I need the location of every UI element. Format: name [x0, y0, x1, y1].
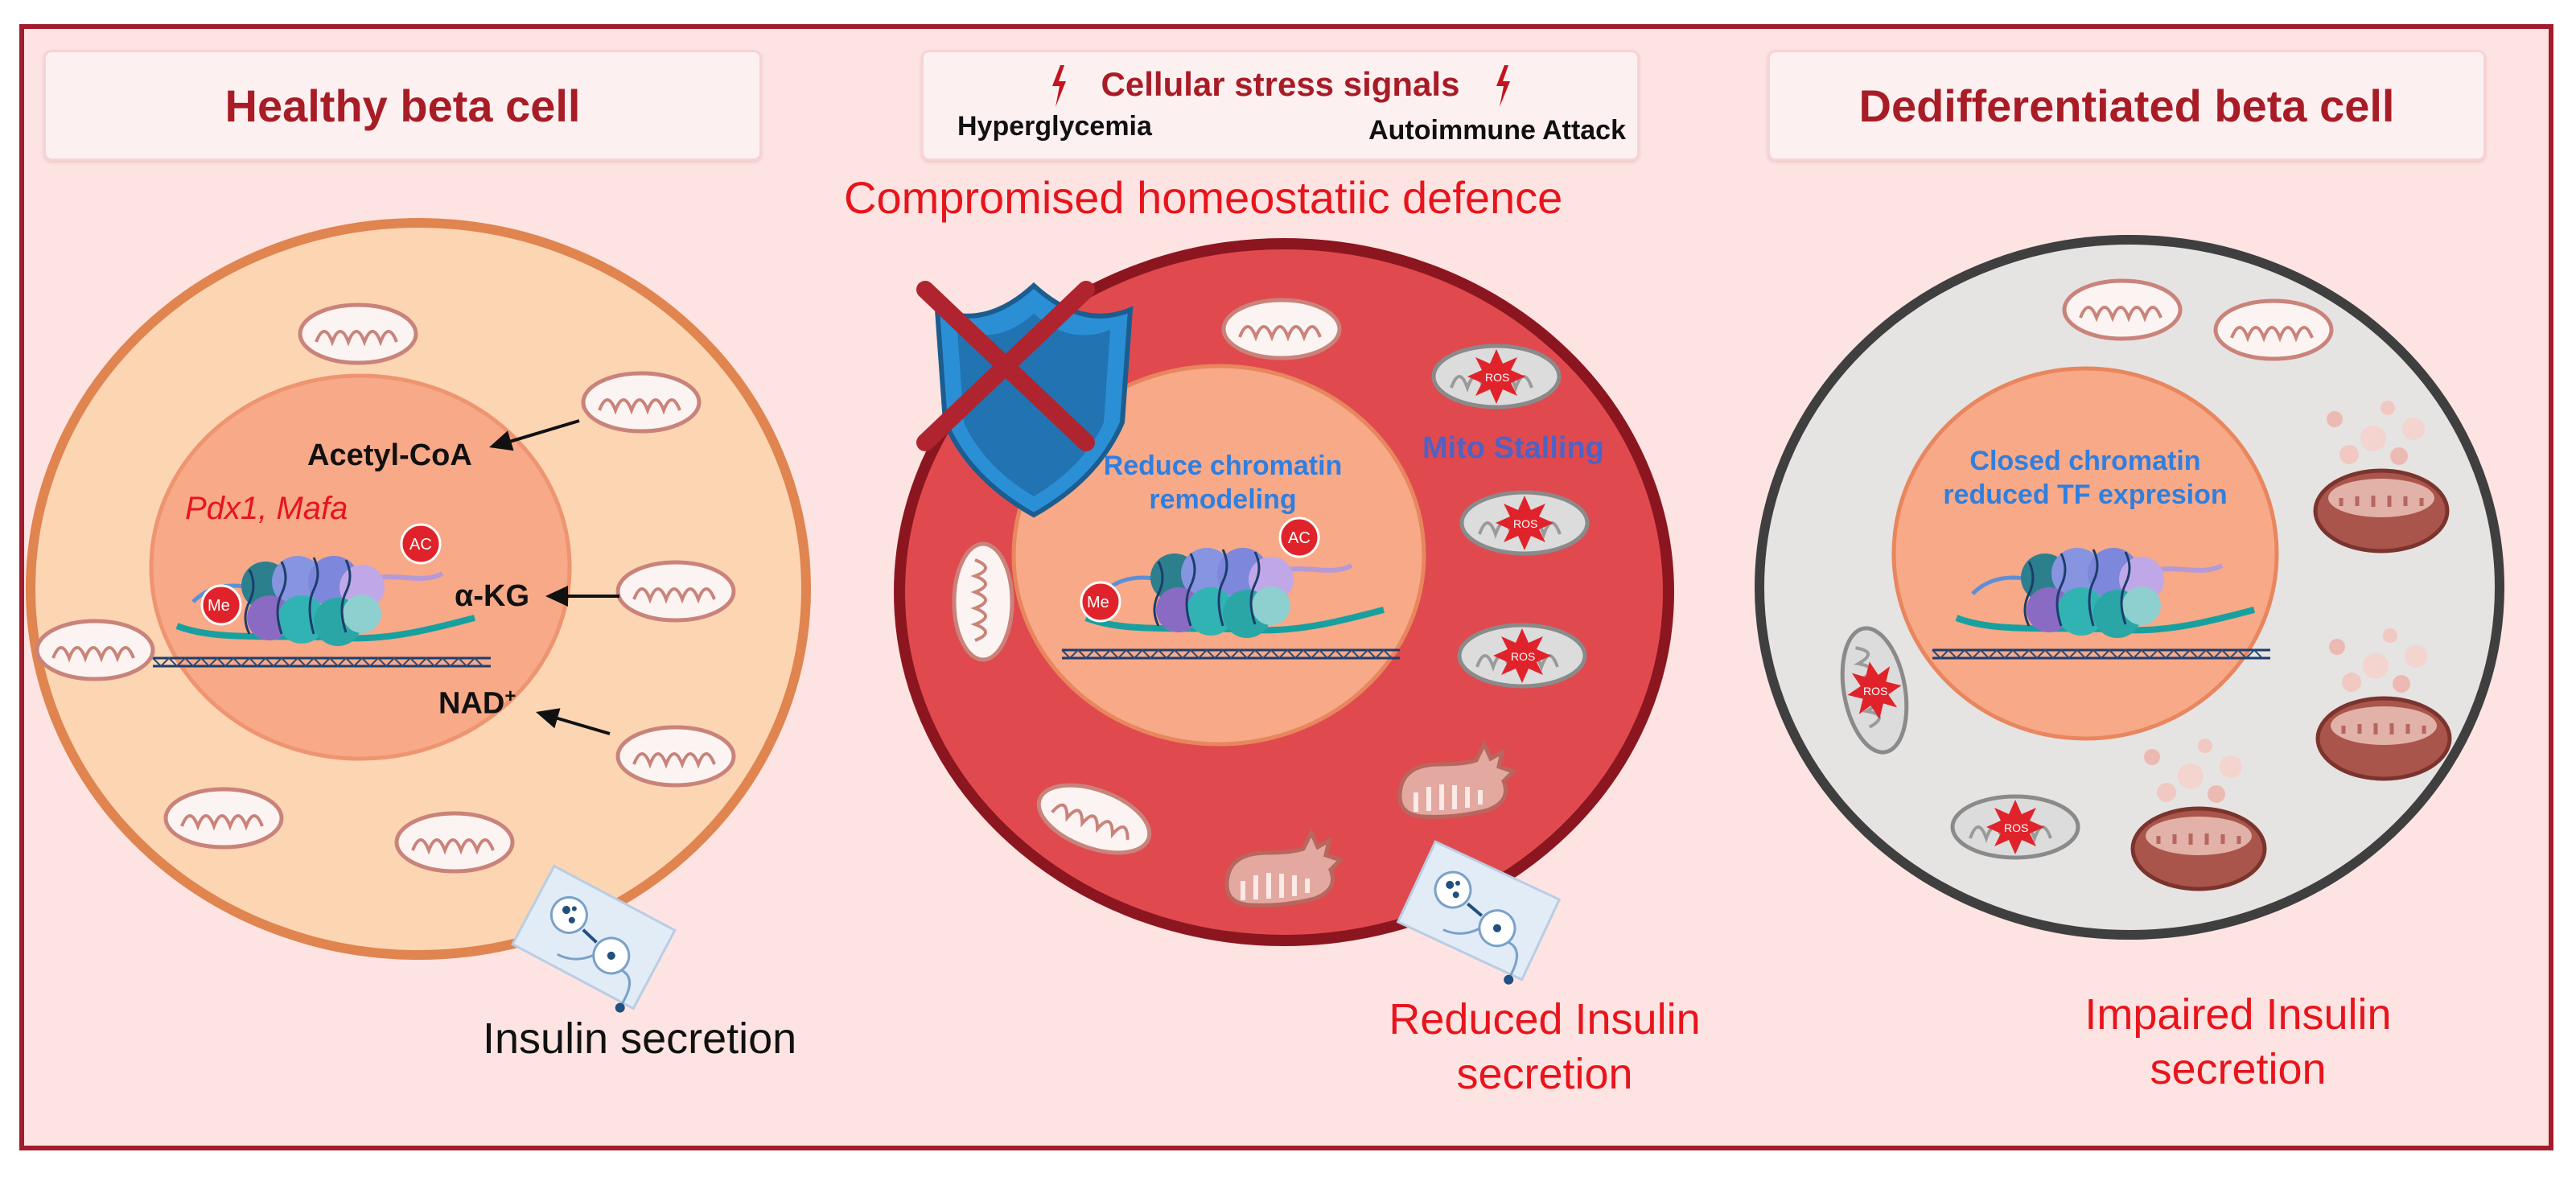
- hyperglycemia-label: Hyperglycemia: [957, 111, 1152, 142]
- mitochondrion-icon: [2064, 281, 2180, 339]
- closed-chromatin-line1: Closed chromatin: [1969, 446, 2201, 476]
- mitochondrion-icon: [1224, 300, 1339, 358]
- healthy-title-banner: Healthy beta cell: [43, 50, 762, 161]
- arrow-icon: [533, 702, 611, 735]
- healthy-title: Healthy beta cell: [224, 80, 581, 131]
- ros-label: ROS: [1513, 517, 1538, 530]
- reduced-insulin-label: Reduced Insulin secretion: [1319, 992, 1770, 1101]
- stress-title: Cellular stress signals: [1101, 65, 1460, 103]
- closed-chromatin-label: Closed chromatin reduced TF expresion: [1924, 444, 2246, 512]
- ros-label: ROS: [1511, 650, 1536, 663]
- arrow-icon: [486, 419, 580, 458]
- ros-label: ROS: [2004, 821, 2029, 834]
- mitochondrion-icon: [954, 544, 1012, 660]
- reduce-chromatin-line1: Reduce chromatin: [1103, 451, 1343, 481]
- mitochondrion-icon: [397, 813, 512, 871]
- mitochondrion-icon: [166, 789, 282, 847]
- nad-text: NAD: [438, 686, 505, 721]
- methyl-mark-label: Me: [1087, 594, 1109, 611]
- reduce-chromatin-line2: remodeling: [1149, 484, 1297, 515]
- nad-superscript: +: [504, 685, 516, 707]
- stressed-cell: [894, 238, 1674, 991]
- insulin-secretion-label: Insulin secretion: [483, 1014, 797, 1063]
- mitochondrion-icon: [618, 727, 734, 785]
- crossed-shield-icon: [916, 281, 1134, 518]
- acetyl-mark-icon: [400, 523, 442, 565]
- lightning-icon-left: [1052, 65, 1066, 107]
- mitochondrion-icon: [2216, 301, 2331, 359]
- acetyl-mark-icon: [1278, 516, 1320, 558]
- dediff-title-banner: Dedifferentiated beta cell: [1767, 50, 2486, 161]
- reduced-insulin-line2: secretion: [1456, 1050, 1633, 1098]
- mitochondrion-icon: [300, 305, 416, 363]
- dediff-title: Dedifferentiated beta cell: [1858, 80, 2395, 131]
- impaired-insulin-label: Impaired Insulin secretion: [2013, 987, 2463, 1097]
- methyl-mark-icon: [200, 584, 242, 626]
- reduced-insulin-line1: Reduced Insulin: [1389, 995, 1701, 1043]
- acetyl-mark-label: AC: [1288, 529, 1311, 547]
- ros-label: ROS: [1863, 685, 1888, 698]
- closed-chromatin-line2: reduced TF expresion: [1943, 479, 2228, 510]
- methyl-mark-icon: [1080, 581, 1121, 623]
- stress-title-banner: Cellular stress signals Hyperglycemia Au…: [921, 50, 1640, 161]
- mitochondrion-icon: [583, 373, 699, 431]
- impaired-insulin-line2: secretion: [2150, 1045, 2327, 1093]
- autoimmune-attack-label: Autoimmune Attack: [1368, 115, 1626, 146]
- healthy-cell: [26, 218, 811, 1018]
- reduce-chromatin-label: Reduce chromatin remodeling: [1062, 449, 1384, 516]
- methyl-mark-label: Me: [208, 597, 230, 615]
- mitochondrion-icon: [618, 562, 734, 620]
- genes-label: Pdx1, Mafa: [185, 491, 348, 526]
- mitochondrion-icon: [37, 621, 153, 679]
- lightning-icon-right: [1496, 65, 1510, 107]
- acetyl-mark-label: AC: [409, 536, 432, 554]
- impaired-insulin-line1: Impaired Insulin: [2084, 990, 2392, 1039]
- dediff-cell: [1755, 235, 2504, 940]
- acetyl-coa-label: Acetyl-CoA: [307, 438, 472, 472]
- compromised-defence-subtitle: Compromised homeostatiic defence: [844, 172, 1563, 223]
- alpha-kg-label: α-KG: [455, 579, 530, 613]
- nad-label: NAD+: [438, 685, 516, 722]
- arrow-icon: [545, 586, 619, 607]
- ros-label: ROS: [1485, 371, 1510, 384]
- mito-stalling-label: Mito Stalling: [1422, 431, 1604, 465]
